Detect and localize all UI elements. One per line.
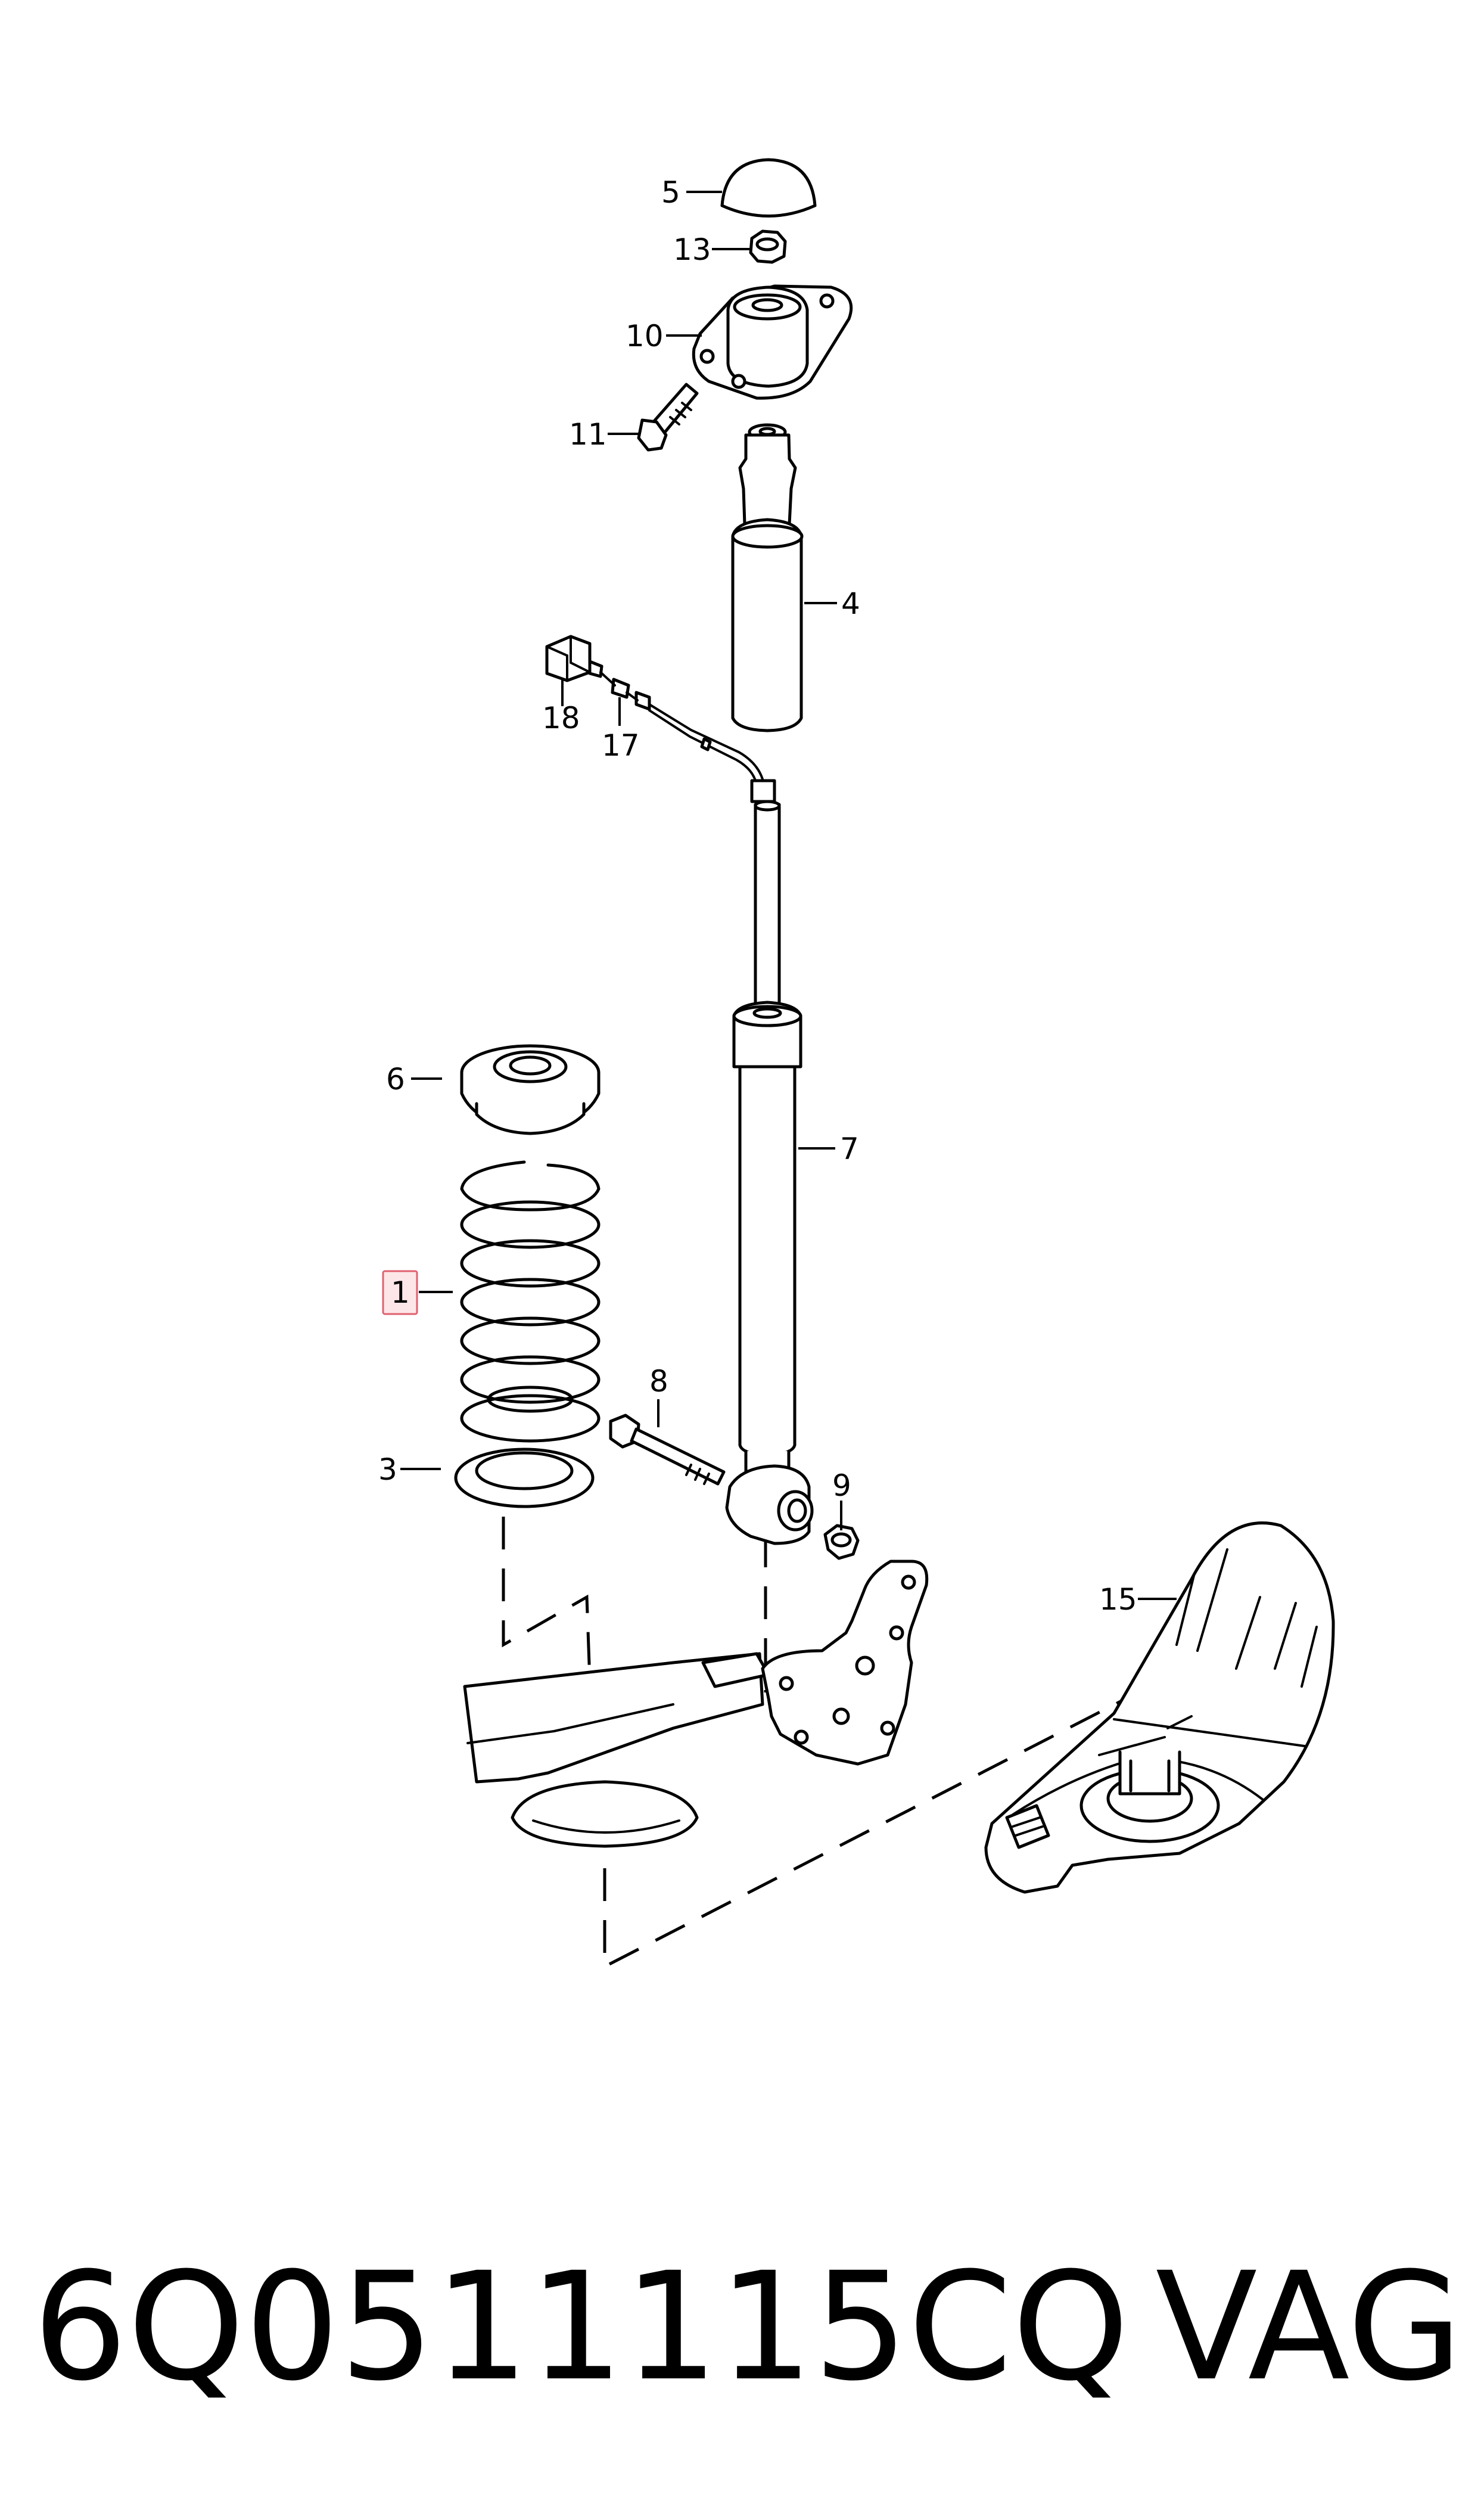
callout-1[interactable]: 1 (391, 1275, 410, 1310)
callout-8[interactable]: 8 (649, 1364, 668, 1399)
callout-5[interactable]: 5 (661, 175, 680, 210)
callout-4[interactable]: 4 (841, 586, 860, 621)
brand-name: VAG (1155, 2240, 1463, 2414)
shock-absorber-part[interactable] (725, 800, 814, 1545)
callout-7[interactable]: 7 (840, 1132, 859, 1166)
callout-1-highlight (382, 1270, 418, 1315)
callout-leaders (400, 191, 1177, 1600)
lower-spring-seat-part[interactable] (454, 1448, 595, 1508)
protective-tube-part[interactable] (731, 423, 804, 732)
callout-3[interactable]: 3 (378, 1452, 397, 1487)
callout-15[interactable]: 15 (1099, 1582, 1137, 1617)
callout-labels: 5 13 10 11 4 18 17 7 6 1 8 3 9 15 (378, 175, 1137, 1617)
sensor-cable-part[interactable] (599, 671, 776, 803)
upper-spring-seat-part[interactable] (460, 1044, 601, 1135)
part-number: 6Q0511115CQ (33, 2240, 1130, 2414)
part-number-footer: 6Q0511115CQ VAG (33, 2238, 1463, 2416)
lower-nut-part[interactable] (823, 1524, 860, 1560)
callout-13[interactable]: 13 (673, 232, 711, 267)
callout-17[interactable]: 17 (602, 728, 640, 763)
strut-mount-part[interactable] (692, 284, 853, 400)
coil-spring-part[interactable] (460, 1160, 601, 1443)
callout-6[interactable]: 6 (386, 1062, 405, 1097)
mount-bolt-part[interactable] (637, 383, 699, 452)
top-nut-part[interactable] (749, 229, 787, 264)
callout-9[interactable]: 9 (832, 1468, 851, 1503)
callout-11[interactable]: 11 (569, 417, 607, 452)
callout-10[interactable]: 10 (626, 319, 664, 353)
wheel-housing-liner-part[interactable] (984, 1521, 1335, 1894)
dust-cap-part[interactable] (720, 158, 817, 218)
rear-axle-beam (463, 1560, 929, 1848)
sensor-connector-part[interactable] (545, 635, 603, 682)
lower-bolt-part[interactable] (609, 1414, 726, 1486)
callout-18[interactable]: 18 (542, 701, 580, 735)
